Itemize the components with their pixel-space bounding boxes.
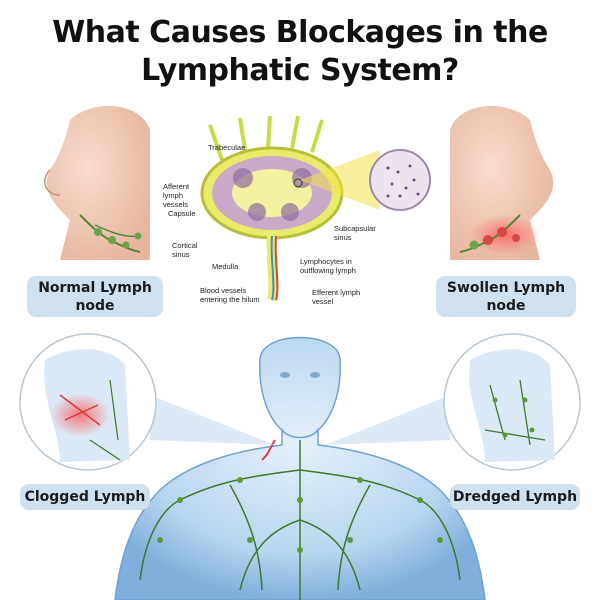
lymph-node-diagram [200,115,431,302]
label-blood-vessels: Blood vessels entering the hilum [200,286,260,304]
normal-neck-illustration [44,106,150,260]
label-capsule: Capsule [168,209,196,218]
caption-swollen-line2: node [486,297,526,314]
label-trabeculae: Trabeculae [208,143,246,152]
label-cortical: Cortical sinus [172,241,198,259]
label-lymphocytes: Lymphocytes in outflowing lymph [300,257,356,275]
human-body-illustration [114,336,486,600]
caption-normal-lymph-node: Normal Lymph node [27,276,163,317]
title-line-2: Lymphatic System? [141,53,459,88]
swollen-neck-illustration [450,106,554,260]
label-afferent: Afferent lymph vessels [163,182,190,209]
dredged-lymph-circle [443,333,581,471]
title-line-1: What Causes Blockages in the [52,15,548,50]
page-title: What Causes Blockages in the Lymphatic S… [0,14,600,90]
caption-normal-line2: node [75,297,115,314]
caption-clogged-lymph: Clogged Lymph [20,484,150,510]
left-zoom-beam [150,395,275,445]
caption-dredged-text: Dredged Lymph [452,489,578,505]
label-subcapsular: Subcapsular sinus [334,224,376,242]
right-zoom-beam [325,395,450,445]
caption-dredged-lymph: Dredged Lymph [450,484,580,510]
caption-swollen-lymph-node: Swollen Lymph node [436,276,576,317]
label-efferent: Efferent lymph vessel [312,288,361,306]
caption-normal-line1: Normal Lymph [38,279,152,296]
caption-clogged-text: Clogged Lymph [24,489,146,505]
clogged-lymph-circle [19,333,157,471]
label-medulla: Medulla [212,262,239,271]
caption-swollen-line1: Swollen Lymph [446,279,566,296]
